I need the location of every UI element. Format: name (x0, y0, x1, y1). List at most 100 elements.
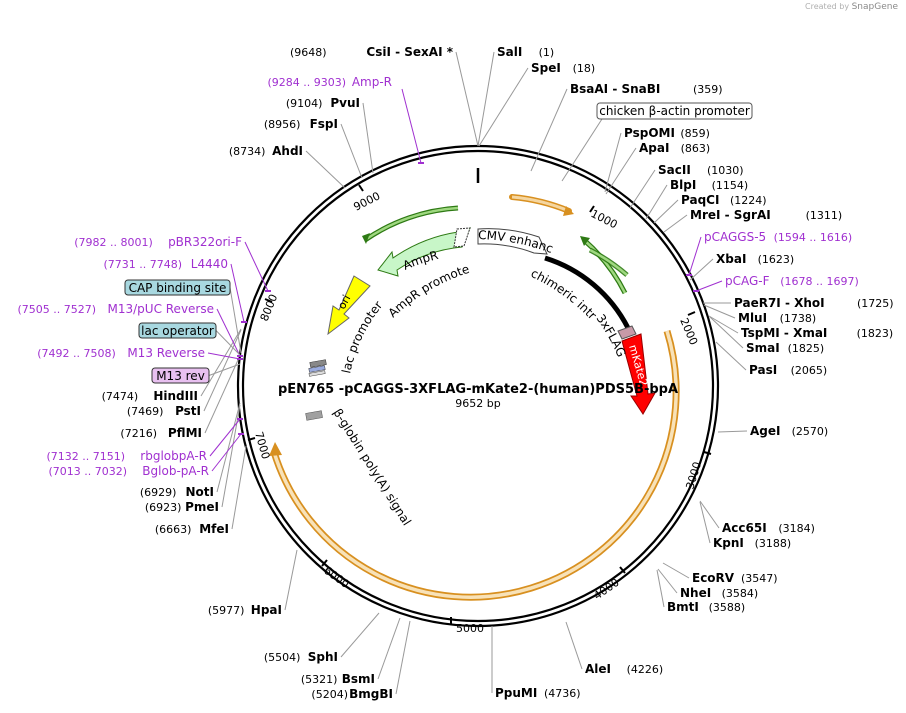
site-leader-line (689, 258, 714, 281)
primers-layer: Amp-R(9284 .. 9303)pCAGGS-5(1594 .. 1616… (17, 75, 858, 478)
primer-range: (7492 .. 7508) (37, 347, 116, 360)
mkate2-arrow (621, 333, 656, 415)
site-name: HindIII (153, 389, 198, 403)
site-name: PasI (749, 363, 777, 377)
orf-arc-pds5b (270, 329, 680, 601)
site-position: (7469) (127, 405, 164, 418)
green-arrowhead-left (362, 233, 370, 244)
site-name: BsmI (342, 672, 375, 686)
boxed-label-box (138, 322, 217, 339)
site-position: (8734) (229, 145, 266, 158)
orf-arrowhead-pds5b (269, 442, 282, 456)
primer-name: L4440 (191, 257, 228, 271)
site-position: (9104) (286, 97, 323, 110)
primer-leader-line (244, 241, 269, 292)
site-position: (4226) (627, 663, 664, 676)
green-arc-right-2-inner (589, 248, 628, 276)
site-position: (1623) (758, 253, 795, 266)
green-arc-right-1-inner (583, 239, 627, 294)
site-name: Acc65I (722, 521, 767, 535)
ring-tick-label: 7000 (252, 430, 272, 460)
site-name: SpeI (531, 61, 561, 75)
site-leader-line (605, 147, 637, 195)
site-leader-line (715, 341, 747, 371)
boxed-label-m13rev: M13 rev (156, 369, 205, 383)
primer-range: (7505 .. 7527) (17, 303, 96, 316)
primer-range: (1594 .. 1616) (774, 231, 853, 244)
boxed-label-cap: CAP binding site (129, 281, 227, 295)
site-name: PvuI (330, 96, 360, 110)
ring-tick-label: 5000 (456, 622, 484, 635)
site-leader-line (377, 617, 401, 680)
boxed-label-box (151, 367, 210, 384)
site-position: (5321) (301, 673, 338, 686)
site-name: SalI (497, 45, 522, 59)
site-name: SmaI (746, 341, 780, 355)
site-leader-line (657, 568, 678, 594)
site-name: PaqCI (681, 193, 719, 207)
site-leader-line (340, 612, 380, 658)
site-name: XbaI (716, 252, 746, 266)
primer-range: (7731 .. 7748) (103, 258, 182, 271)
ring-tick (619, 566, 626, 574)
site-position: (3547) (741, 572, 778, 585)
boxed-label-leader (215, 330, 241, 356)
site-name: BmtI (667, 600, 699, 614)
site-position: (859) (680, 127, 710, 140)
site-position: (1154) (712, 179, 749, 192)
primer-range: (1678 .. 1697) (780, 275, 859, 288)
site-position: (1823) (857, 327, 894, 340)
site-name: SphI (308, 650, 338, 664)
green-arrowhead-right-1 (580, 236, 590, 246)
site-position: (6663) (155, 523, 192, 536)
primer-name: M13 Reverse (127, 346, 205, 360)
boxed-label-box (124, 279, 231, 296)
site-leader-line (708, 315, 739, 334)
site-name: EcoRV (692, 571, 735, 585)
site-leader-line (362, 102, 374, 174)
ring-tick-label: 2000 (677, 316, 700, 347)
snapgene-credit: Created by SnapGene (805, 2, 898, 12)
snapgene-logo-text: SnapGene (851, 2, 898, 12)
site-position: (1) (539, 46, 555, 59)
site-name: PmeI (185, 500, 219, 514)
site-position: (2570) (792, 425, 829, 438)
primer-leader-line (207, 352, 241, 360)
site-name: NheI (680, 586, 711, 600)
primer-name: Amp-R (352, 75, 392, 89)
site-name: CsiI - SexAI * (366, 45, 453, 59)
primer-leader-line (216, 308, 241, 357)
primer-name: pCAG-F (725, 274, 770, 288)
site-leader-line (604, 132, 622, 193)
site-name: PaeR7I - XhoI (734, 296, 825, 310)
site-position: (3188) (755, 537, 792, 550)
site-name: NotI (186, 485, 215, 499)
site-name: MfeI (199, 522, 229, 536)
orf-arrowhead-small (563, 206, 574, 216)
primer-leader-line (401, 88, 422, 164)
primer-leader-line (230, 263, 245, 323)
cmv-enhancer-arrow (477, 228, 548, 255)
site-leader-line (340, 123, 363, 179)
sites-layer: SalI(1)SpeI(18)BsaAI - SnaBI(359)PspOMI(… (102, 45, 894, 701)
primer-name: pCAGGS-5 (704, 230, 766, 244)
site-leader-line (663, 214, 688, 233)
site-name: ApaI (639, 141, 669, 155)
site-name: AhdI (272, 144, 303, 158)
site-position: (18) (573, 62, 596, 75)
site-leader-line (565, 621, 583, 670)
site-name: PspOMI (624, 126, 675, 140)
ring-tick-label: 1000 (589, 207, 620, 231)
site-name: MluI (738, 311, 767, 325)
primer-leader-line (211, 433, 242, 472)
ring-tick (703, 451, 712, 455)
site-leader-line (204, 359, 239, 434)
site-position: (9648) (290, 46, 327, 59)
boxed-label-box (596, 102, 753, 120)
ori-arrow (327, 275, 371, 336)
site-position: (4736) (544, 687, 581, 700)
site-name: TspMI - XmaI (741, 326, 827, 340)
site-leader-line (703, 304, 736, 319)
site-name: AleI (585, 662, 611, 676)
